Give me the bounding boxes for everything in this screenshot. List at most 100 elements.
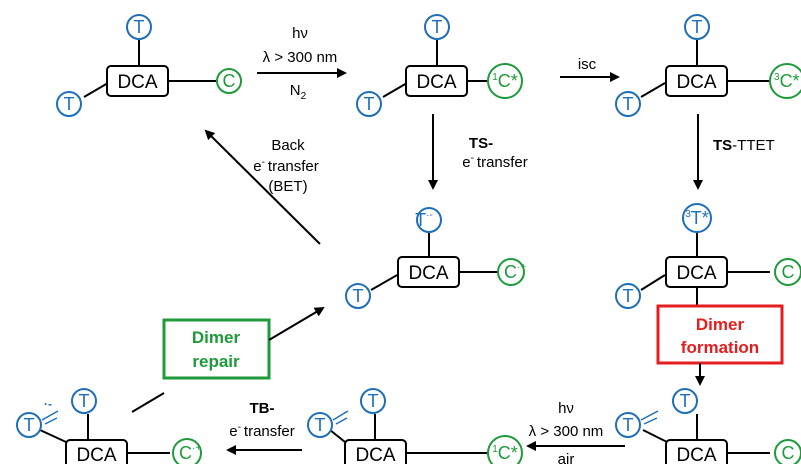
carbazole-radical-cation-label: C·+ — [179, 443, 201, 463]
thymine-label: T — [64, 94, 75, 114]
thymine-circle — [126, 14, 152, 40]
molecule-radical-ion-pair: DCA T·- T C·+ — [345, 207, 526, 309]
thymine-circle — [71, 388, 97, 414]
dca-label: DCA — [676, 72, 716, 93]
dca-box — [405, 65, 468, 97]
thymine-label: T — [623, 94, 634, 114]
carbazole-radical-cation-circle — [172, 438, 202, 464]
air-label: air — [558, 451, 575, 464]
thymine-label: T — [692, 17, 703, 37]
molecule-dimer-radical-pair: DCA T T ·- C·+ — [16, 388, 202, 464]
dca-label: DCA — [416, 72, 456, 93]
thymine-label: T — [24, 415, 35, 435]
thymine-label: T — [368, 391, 379, 411]
dimer-repair: Dimer repair — [131, 306, 325, 413]
thymine-label: T — [315, 415, 326, 435]
carbazole-label: C — [782, 443, 795, 463]
dca-label: DCA — [355, 445, 395, 464]
dimer-formation-box — [656, 304, 784, 365]
thymine-circle — [672, 388, 698, 414]
tb-electron-transfer-arrow: TB- e-transfer — [226, 400, 302, 455]
ts-electron-transfer-arrow: TS- e-transfer — [428, 114, 528, 190]
triplet-carbazole-label: 3C* — [774, 71, 800, 91]
carbazole-label: C — [782, 262, 795, 282]
carbazole-circle — [774, 439, 801, 464]
dca-box — [65, 439, 128, 464]
carbazole-label: C — [223, 71, 236, 91]
back-electron-transfer-arrow: Back e-transfer (BET) — [204, 129, 321, 245]
dimer-bond — [640, 410, 659, 425]
thymine-circle — [307, 412, 333, 438]
molecule-dimer-ground: DCA T T C — [615, 388, 801, 464]
excitation-arrow-2: hν λ > 300 nm air — [526, 400, 625, 464]
dimer-repair-box — [162, 318, 271, 380]
wavelength-label: λ > 300 nm — [263, 49, 338, 66]
molecule-triplet-excited: DCA T T 3C* — [615, 14, 801, 117]
hv-label: hν — [292, 25, 308, 42]
ttet-label: TS-TTET — [713, 137, 775, 154]
bet-label: (BET) — [268, 178, 307, 195]
dimer-bond — [41, 410, 59, 425]
e-transfer-label: e-transfer — [462, 153, 528, 171]
back-transfer-label: e-transfer — [253, 157, 319, 175]
thymine-circle — [56, 91, 82, 117]
molecule-triplet-thymine: DCA 3T* T C — [615, 203, 801, 309]
dimer-bond — [332, 410, 349, 425]
thymine-circle — [16, 412, 42, 438]
e-transfer-label: e-transfer — [229, 422, 295, 440]
excited-carbazole-label: 1C* — [492, 71, 518, 91]
dimer-repair-label-2: repair — [192, 352, 240, 371]
dca-label: DCA — [408, 263, 448, 284]
ttet-arrow: TS-TTET — [693, 114, 775, 190]
dca-box — [106, 65, 169, 97]
wavelength-label: λ > 300 nm — [529, 423, 604, 440]
thymine-radical-anion-circle — [416, 207, 442, 233]
dca-box — [397, 256, 460, 288]
thymine-label: T — [623, 286, 634, 306]
dimer-formation: Dimer formation — [656, 287, 784, 386]
excitation-arrow-1: hν λ > 300 nm N2 — [257, 25, 347, 102]
thymine-radical-anion-label: T·- — [415, 210, 433, 230]
thymine-circle — [356, 91, 382, 117]
carbazole-radical-cation-label: C·+ — [504, 262, 526, 282]
thymine-label: T — [353, 286, 364, 306]
carbazole-circle — [487, 435, 523, 464]
triplet-thymine-circle — [682, 203, 712, 233]
thymine-label: T — [79, 391, 90, 411]
carbazole-circle — [769, 63, 801, 99]
thymine-circle — [615, 91, 641, 117]
carbazole-circle — [774, 258, 801, 286]
carbazole-circle — [216, 68, 242, 94]
carbazole-radical-cation-circle — [497, 258, 525, 286]
dca-label: DCA — [676, 263, 716, 284]
nitrogen-label: N2 — [290, 82, 307, 102]
dimer-repair-label-1: Dimer — [192, 328, 241, 347]
dimer-radical-anion-mark: ·- — [44, 397, 52, 411]
thymine-circle — [615, 283, 641, 309]
dca-label: DCA — [676, 445, 716, 464]
thymine-label: T — [623, 415, 634, 435]
thymine-circle — [360, 388, 386, 414]
thymine-circle — [424, 14, 450, 40]
dca-box — [665, 439, 728, 464]
thymine-label: T — [680, 391, 691, 411]
dimer-formation-label-2: formation — [681, 338, 759, 357]
hv-label: hν — [558, 400, 574, 417]
molecule-dimer-singlet: DCA T T 1C* — [307, 388, 523, 464]
thymine-label: T — [432, 17, 443, 37]
molecule-singlet-excited: DCA T T 1C* — [356, 14, 523, 117]
ts-label: TS- — [469, 135, 493, 152]
tb-label: TB- — [250, 400, 275, 417]
carbazole-circle — [487, 63, 523, 99]
isc-arrow: isc — [560, 56, 620, 82]
thymine-circle — [345, 283, 371, 309]
thymine-circle — [684, 14, 710, 40]
dca-label: DCA — [76, 445, 116, 464]
molecule-ground-state: DCA T T C — [56, 14, 242, 117]
thymine-circle — [615, 412, 641, 438]
dca-box — [665, 65, 728, 97]
dimer-formation-label-1: Dimer — [696, 315, 745, 334]
dca-box — [344, 439, 407, 464]
excited-carbazole-label: 1C* — [492, 443, 518, 463]
back-label: Back — [271, 137, 305, 154]
